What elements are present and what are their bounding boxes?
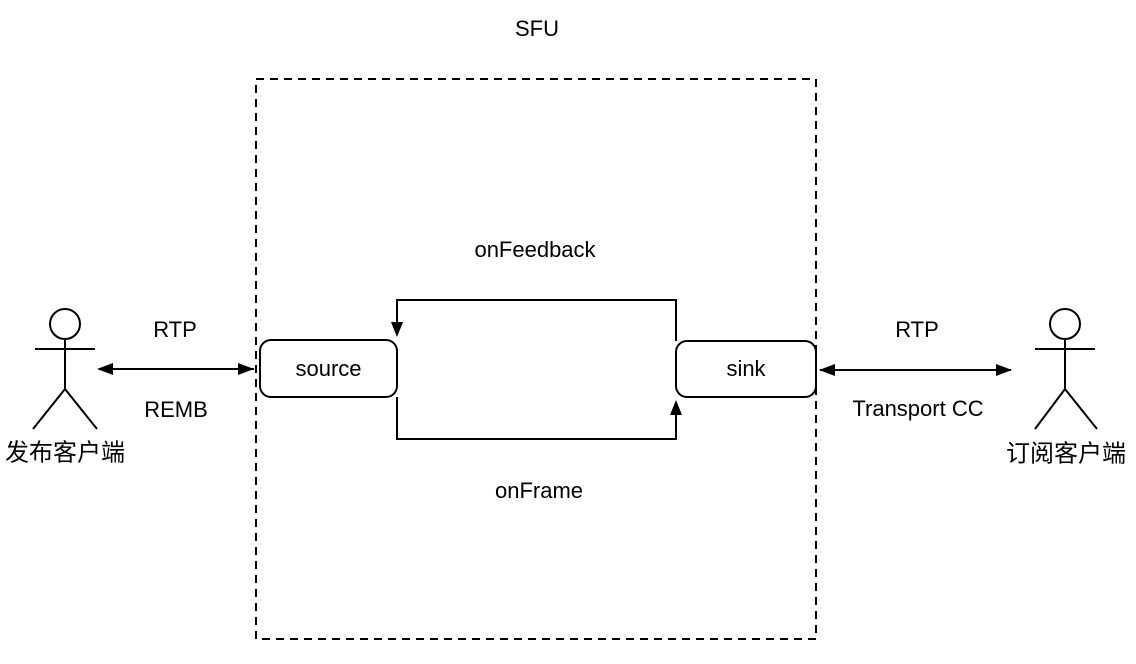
left-arrowhead-icon xyxy=(97,363,113,375)
transport-cc-label: Transport CC xyxy=(852,395,984,421)
onfeedback-label: onFeedback xyxy=(474,236,596,262)
onfeedback-arrow xyxy=(391,299,677,341)
source-node-label: source xyxy=(295,355,362,381)
subscriber-figure-icon xyxy=(1034,308,1098,430)
right-arrowhead-icon xyxy=(996,364,1012,376)
rtp-right-label: RTP xyxy=(895,316,939,342)
sink-node-label: sink xyxy=(726,356,766,381)
subscriber-label: 订阅客户端 xyxy=(1006,440,1126,468)
sfu-title: SFU xyxy=(515,15,559,41)
remb-label: REMB xyxy=(144,396,208,422)
rtp-left-label: RTP xyxy=(153,316,197,342)
publisher-figure-icon xyxy=(32,308,98,430)
rtp-transportcc-arrow xyxy=(819,364,1012,376)
rtp-remb-arrow xyxy=(97,363,254,375)
left-arrowhead-icon xyxy=(819,364,835,376)
onframe-arrowhead-icon xyxy=(670,400,682,415)
onframe-arrow xyxy=(396,397,682,440)
sink-node: sink xyxy=(675,340,817,398)
publisher-label: 发布客户端 xyxy=(5,439,125,467)
source-node: source xyxy=(259,339,398,398)
right-arrowhead-icon xyxy=(238,363,254,375)
onframe-label: onFrame xyxy=(494,477,584,503)
onfeedback-arrowhead-icon xyxy=(391,322,403,337)
